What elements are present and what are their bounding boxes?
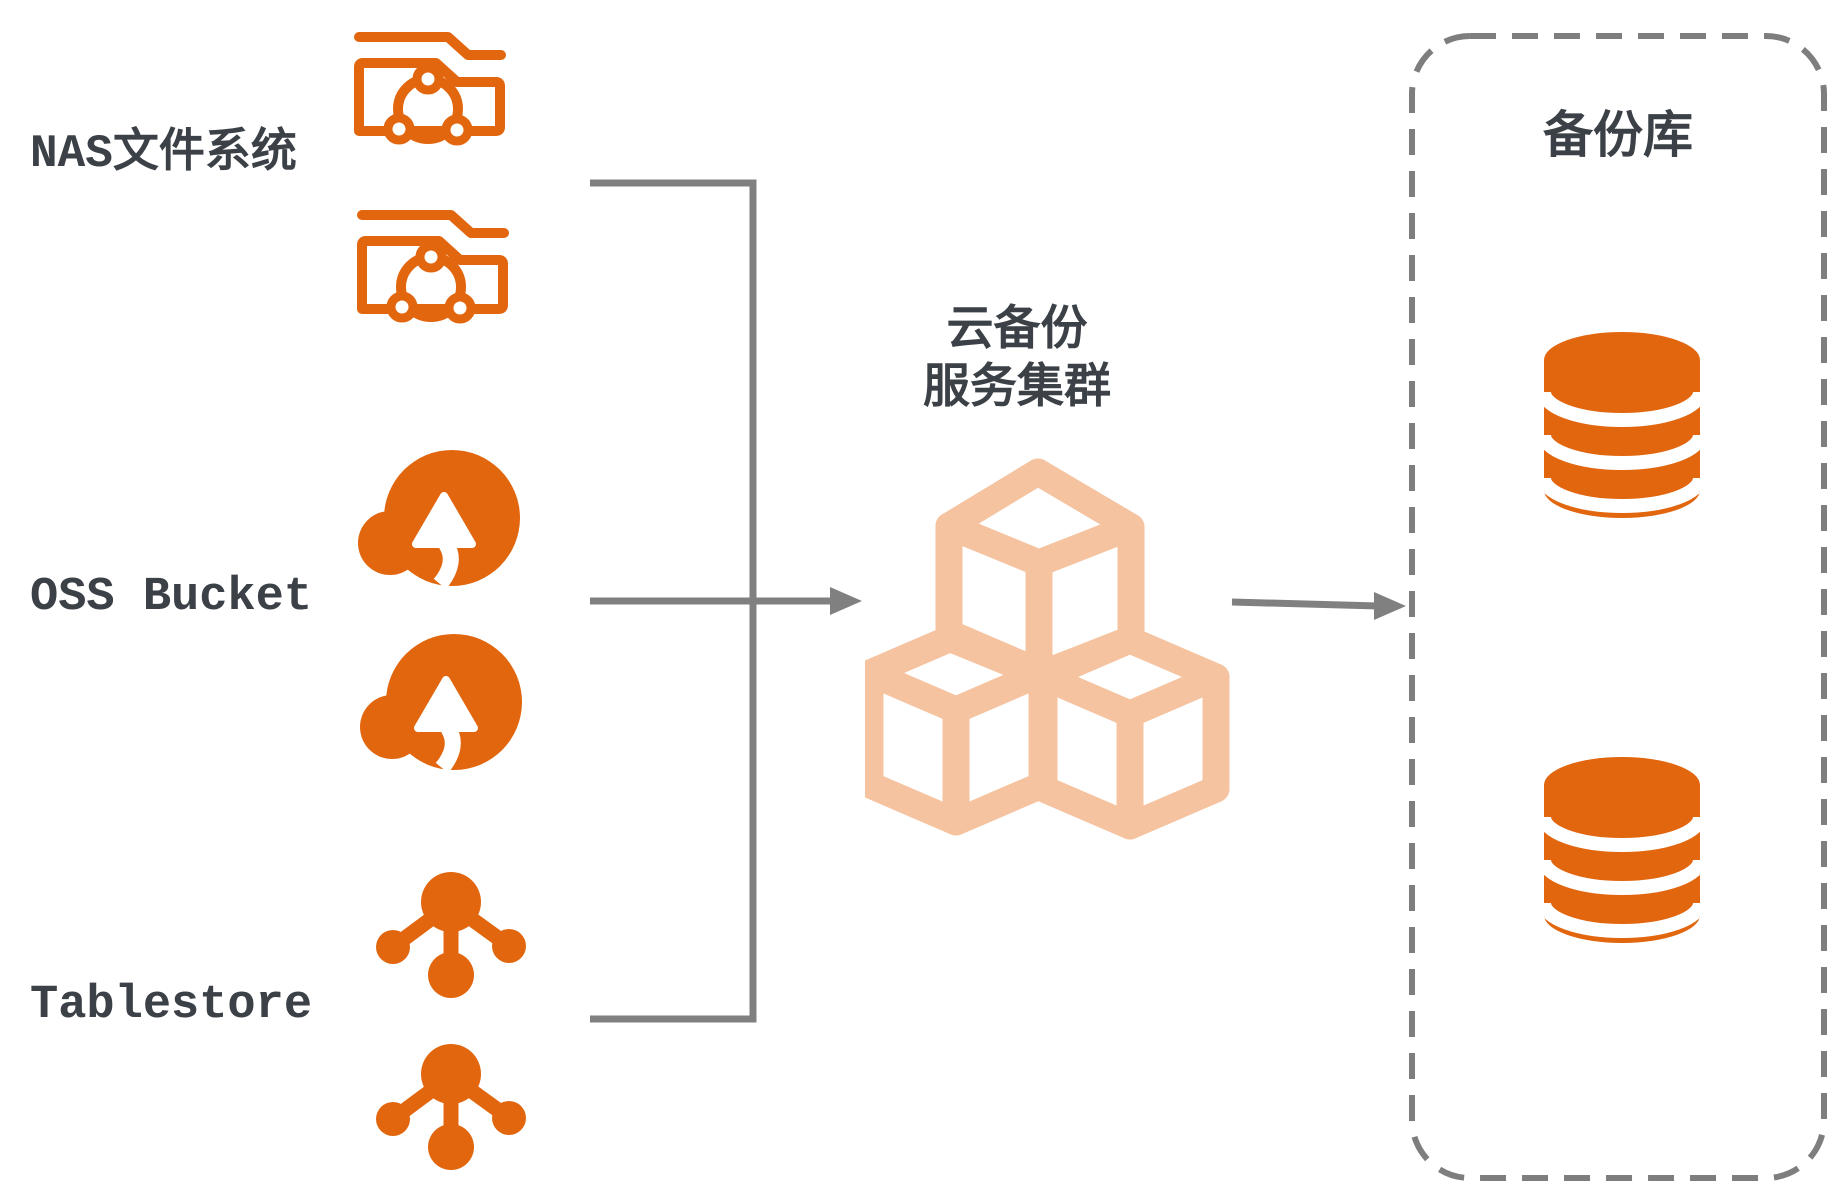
- arrow-to-vault-head: [1374, 592, 1406, 620]
- oss-label: OSS Bucket: [30, 571, 313, 624]
- arrow-to-vault-line: [1231, 598, 1379, 610]
- backup-vault-dashed-box: [1409, 33, 1827, 1181]
- nas-label: NAS文件系统: [30, 122, 297, 182]
- cluster-label: 云备份 服务集群: [817, 300, 1217, 416]
- cubes-cluster-icon: [865, 458, 1230, 840]
- nas-folder-share-icon: [357, 210, 509, 324]
- tablestore-label: Tablestore: [30, 979, 313, 1032]
- nas-label-latin: NAS: [30, 128, 113, 180]
- nas-label-cjk: 文件系统: [112, 123, 297, 177]
- arrow-to-cluster-head: [830, 587, 862, 615]
- tablestore-nodes-icon: [376, 872, 526, 998]
- oss-cloud-upload-icon: [358, 450, 520, 586]
- tablestore-nodes-icon: [376, 1044, 526, 1170]
- database-cylinder-icon: [1544, 332, 1700, 518]
- cluster-label-line2: 服务集群: [923, 359, 1111, 414]
- oss-cloud-upload-icon: [360, 634, 522, 770]
- database-cylinder-icon: [1544, 757, 1700, 943]
- cluster-label-line1: 云备份: [946, 301, 1088, 356]
- backup-vault-label: 备份库: [1543, 106, 1693, 164]
- nas-folder-share-icon: [354, 32, 506, 146]
